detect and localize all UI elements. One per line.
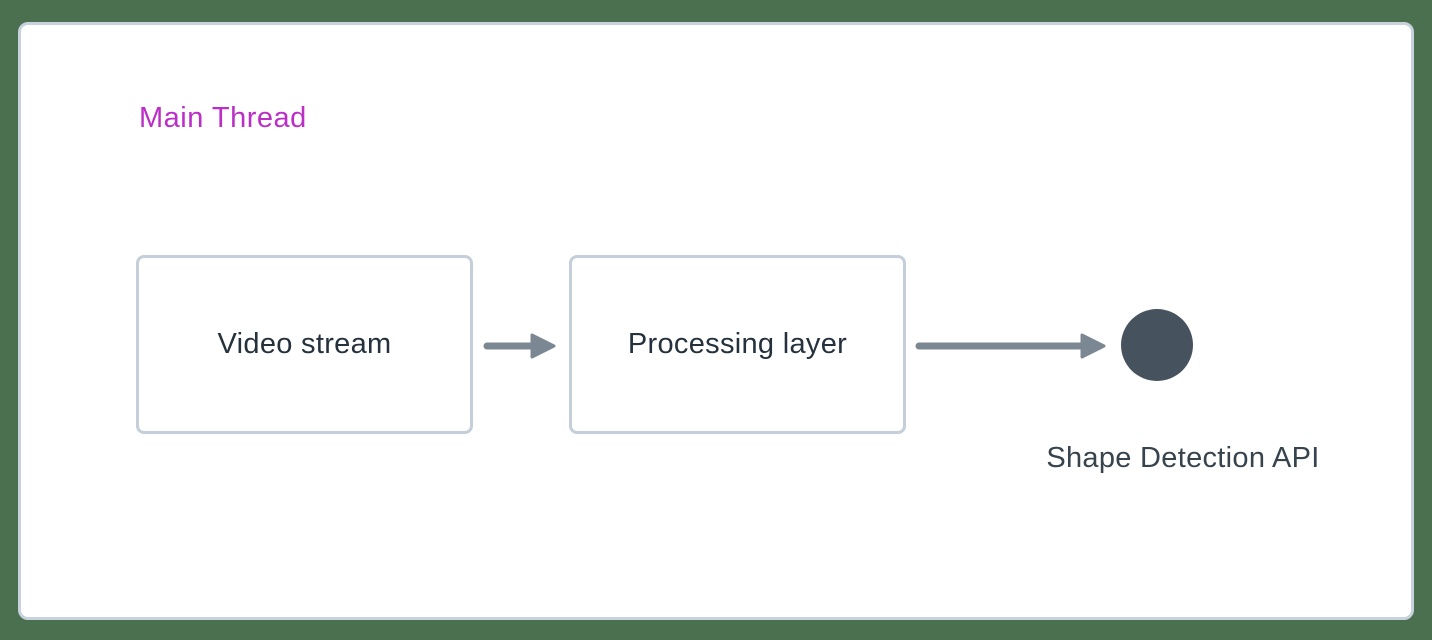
arrow-right-icon <box>483 333 556 359</box>
node-video-stream-label: Video stream <box>217 328 392 360</box>
diagram-title: Main Thread <box>139 102 307 134</box>
arrow-right-icon <box>915 333 1106 359</box>
node-processing-layer: Processing layer <box>569 255 906 434</box>
node-video-stream: Video stream <box>136 255 473 434</box>
node-shape-detection-api-circle <box>1121 309 1193 381</box>
node-shape-detection-api-label: Shape Detection API <box>1046 442 1320 474</box>
node-processing-layer-label: Processing layer <box>627 328 848 360</box>
main-thread-panel: Main Thread Video stream Processing laye… <box>18 22 1414 620</box>
